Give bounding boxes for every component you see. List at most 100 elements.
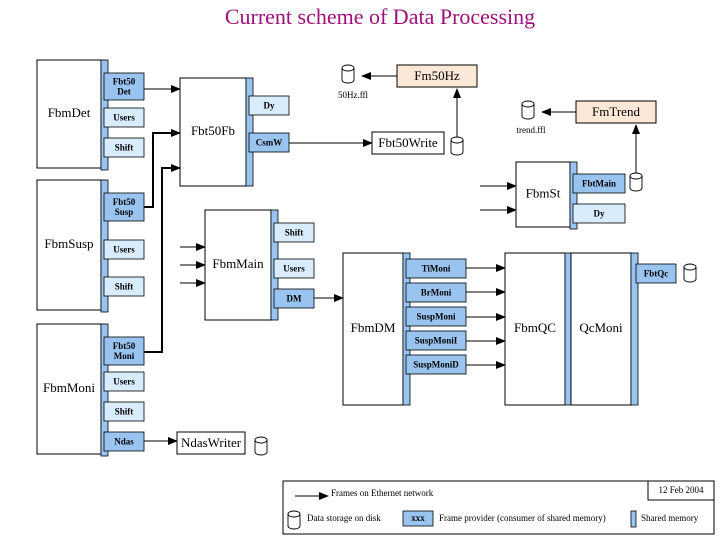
provider-box[interactable] — [273, 258, 315, 279]
node-ndaswriter[interactable]: NdasWriter — [176, 431, 246, 455]
node-fm50hz[interactable]: Fm50Hz — [396, 64, 478, 88]
provider-timoni[interactable]: TiMoni — [405, 258, 467, 279]
provider-csmw[interactable]: CsmW — [248, 132, 290, 153]
node-fbmst[interactable]: FbmSt — [515, 161, 578, 230]
node-fbmdet[interactable]: FbmDet — [36, 59, 109, 171]
disk-body — [629, 176, 643, 192]
provider-users[interactable]: Users — [273, 258, 315, 279]
node-box[interactable] — [396, 64, 478, 88]
provider-fbtqc[interactable]: FbtQc — [635, 263, 677, 284]
provider-dy[interactable]: Dy — [572, 203, 626, 224]
provider-box[interactable] — [273, 288, 315, 309]
node-fbt50fb[interactable]: Fbt50Fb — [179, 77, 254, 187]
provider-ndas[interactable]: Ndas — [103, 431, 145, 452]
node-box[interactable] — [504, 252, 566, 406]
provider-box[interactable] — [103, 137, 145, 158]
provider-suspmonid[interactable]: SuspMoniD — [405, 354, 467, 375]
provider-brmoni[interactable]: BrMoni — [405, 282, 467, 303]
provider-label: Dy — [594, 209, 605, 219]
provider-shift[interactable]: Shift — [103, 137, 145, 158]
node-fbmmain[interactable]: FbmMain — [204, 209, 279, 321]
node-fmtrend[interactable]: FmTrend — [575, 100, 657, 124]
node-fbt50write[interactable]: Fbt50Write — [371, 131, 445, 155]
node-label: FbmMain — [212, 256, 264, 271]
disk-top — [341, 64, 355, 72]
provider-dy[interactable]: Dy — [248, 95, 290, 116]
disk-top — [450, 136, 464, 144]
provider-box[interactable] — [103, 107, 145, 128]
node-box[interactable] — [371, 131, 445, 155]
node-fbmmoni[interactable]: FbmMoni — [36, 323, 109, 457]
provider-fbtmain[interactable]: FbtMain — [572, 173, 626, 194]
provider-shift[interactable]: Shift — [103, 276, 145, 297]
provider-box[interactable] — [405, 282, 467, 303]
legend-provider-swatch — [402, 510, 434, 527]
provider-label: Shift — [115, 407, 134, 417]
provider-users[interactable]: Users — [103, 239, 145, 260]
provider-suspmonii[interactable]: SuspMoniI — [405, 330, 467, 351]
node-label: FbmQC — [514, 320, 556, 335]
disk-body — [287, 514, 301, 530]
provider-box[interactable] — [103, 431, 145, 452]
provider-box[interactable] — [103, 336, 145, 366]
provider-label: Dy — [264, 101, 275, 111]
provider-box[interactable] — [248, 95, 290, 116]
disk-body — [521, 104, 535, 120]
node-box[interactable] — [575, 100, 657, 124]
disk-top — [521, 100, 535, 108]
node-label: Fbt50Write — [378, 135, 438, 150]
provider-label: BrMoni — [421, 288, 452, 298]
node-box[interactable] — [36, 179, 102, 311]
node-fbmdm[interactable]: FbmDM — [342, 252, 411, 406]
node-box[interactable] — [176, 431, 246, 455]
provider-box[interactable] — [103, 72, 145, 101]
provider-box[interactable] — [103, 276, 145, 297]
provider-box[interactable] — [273, 222, 315, 243]
provider-box[interactable] — [103, 371, 145, 392]
provider-shift[interactable]: Shift — [103, 401, 145, 422]
provider-box[interactable] — [572, 173, 626, 194]
provider-box[interactable] — [103, 239, 145, 260]
disk-body — [450, 140, 464, 156]
legend-shm-label: Shared memory — [641, 513, 699, 523]
provider-dm[interactable]: DM — [273, 288, 315, 309]
provider-users[interactable]: Users — [103, 371, 145, 392]
node-qcmoni[interactable]: QcMoni — [570, 252, 639, 406]
provider-box[interactable] — [248, 132, 290, 153]
node-label: FmTrend — [592, 104, 640, 119]
arrow-susp-to-fbt50fb — [144, 129, 181, 208]
disk-icon — [683, 263, 697, 283]
node-box[interactable] — [36, 59, 102, 169]
disk-top — [683, 263, 697, 271]
provider-users[interactable]: Users — [103, 107, 145, 128]
provider-label: TiMoni — [422, 264, 451, 274]
legend-box — [282, 480, 715, 535]
node-box[interactable] — [36, 323, 102, 455]
provider-box[interactable] — [635, 263, 677, 284]
provider-box[interactable] — [405, 354, 467, 375]
node-fbmqc[interactable]: FbmQC — [504, 252, 573, 406]
provider-suspmoni[interactable]: SuspMoni — [405, 306, 467, 327]
provider-box[interactable] — [572, 203, 626, 224]
provider-label: SuspMoniD — [413, 360, 459, 370]
provider-box[interactable] — [405, 306, 467, 327]
provider-box[interactable] — [103, 192, 145, 222]
disk-body — [254, 440, 268, 456]
provider-box[interactable] — [405, 258, 467, 279]
provider-box[interactable] — [405, 330, 467, 351]
node-label: Fm50Hz — [414, 68, 460, 83]
node-fbmsusp[interactable]: FbmSusp — [36, 179, 109, 313]
node-box[interactable] — [179, 77, 247, 187]
provider-shift[interactable]: Shift — [273, 222, 315, 243]
node-box[interactable] — [204, 209, 272, 321]
provider-label: FbtQc — [644, 269, 669, 279]
node-box[interactable] — [515, 161, 571, 228]
provider-box[interactable] — [103, 401, 145, 422]
